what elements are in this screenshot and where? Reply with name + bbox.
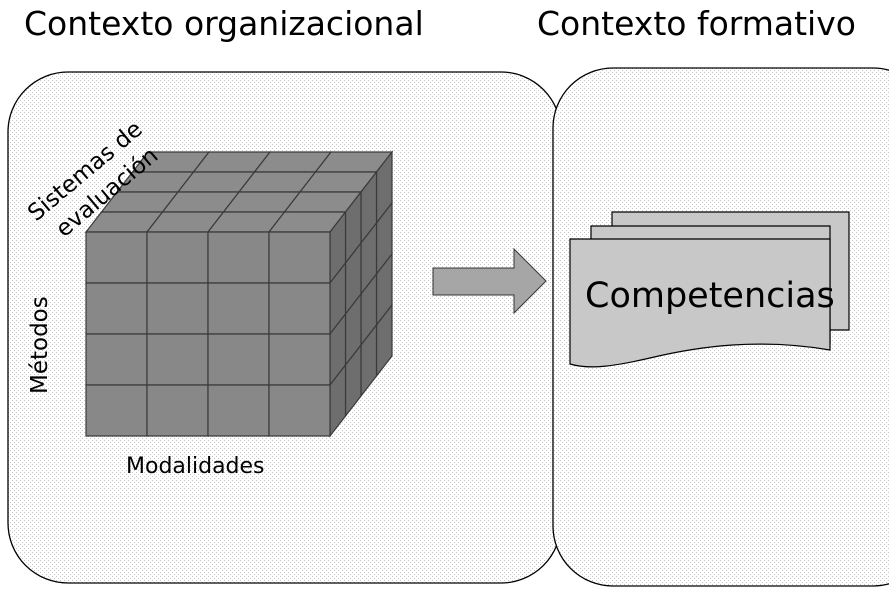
cube-front-cell: [268, 282, 331, 335]
cube-front-cell: [207, 333, 270, 386]
cube-front-cell: [207, 282, 270, 335]
cube-front-cell: [85, 333, 148, 386]
cube-front-cell: [268, 333, 331, 386]
cube-side-label: Métodos: [27, 296, 53, 394]
cube-front-cell: [268, 231, 331, 284]
evaluation-cube: [84, 150, 394, 438]
cube-front-cell: [207, 384, 270, 437]
competencies-label: Competencias: [585, 276, 835, 316]
cube-front-cell: [85, 231, 148, 284]
cube-front-cell: [207, 231, 270, 284]
cube-front-cell: [146, 333, 209, 386]
cube-front-cell: [146, 384, 209, 437]
cube-front-cell: [85, 282, 148, 335]
cube-front-cell: [146, 231, 209, 284]
training-context-title: Contexto formativo: [537, 4, 856, 43]
document-sheet-front: [569, 238, 831, 368]
right-arrow-icon: [432, 247, 547, 315]
organizational-context-title: Contexto organizacional: [24, 4, 424, 43]
cube-bottom-label: Modalidades: [126, 454, 265, 479]
cube-front-cell: [146, 282, 209, 335]
cube-front-cell: [268, 384, 331, 437]
cube-front-cell: [85, 384, 148, 437]
